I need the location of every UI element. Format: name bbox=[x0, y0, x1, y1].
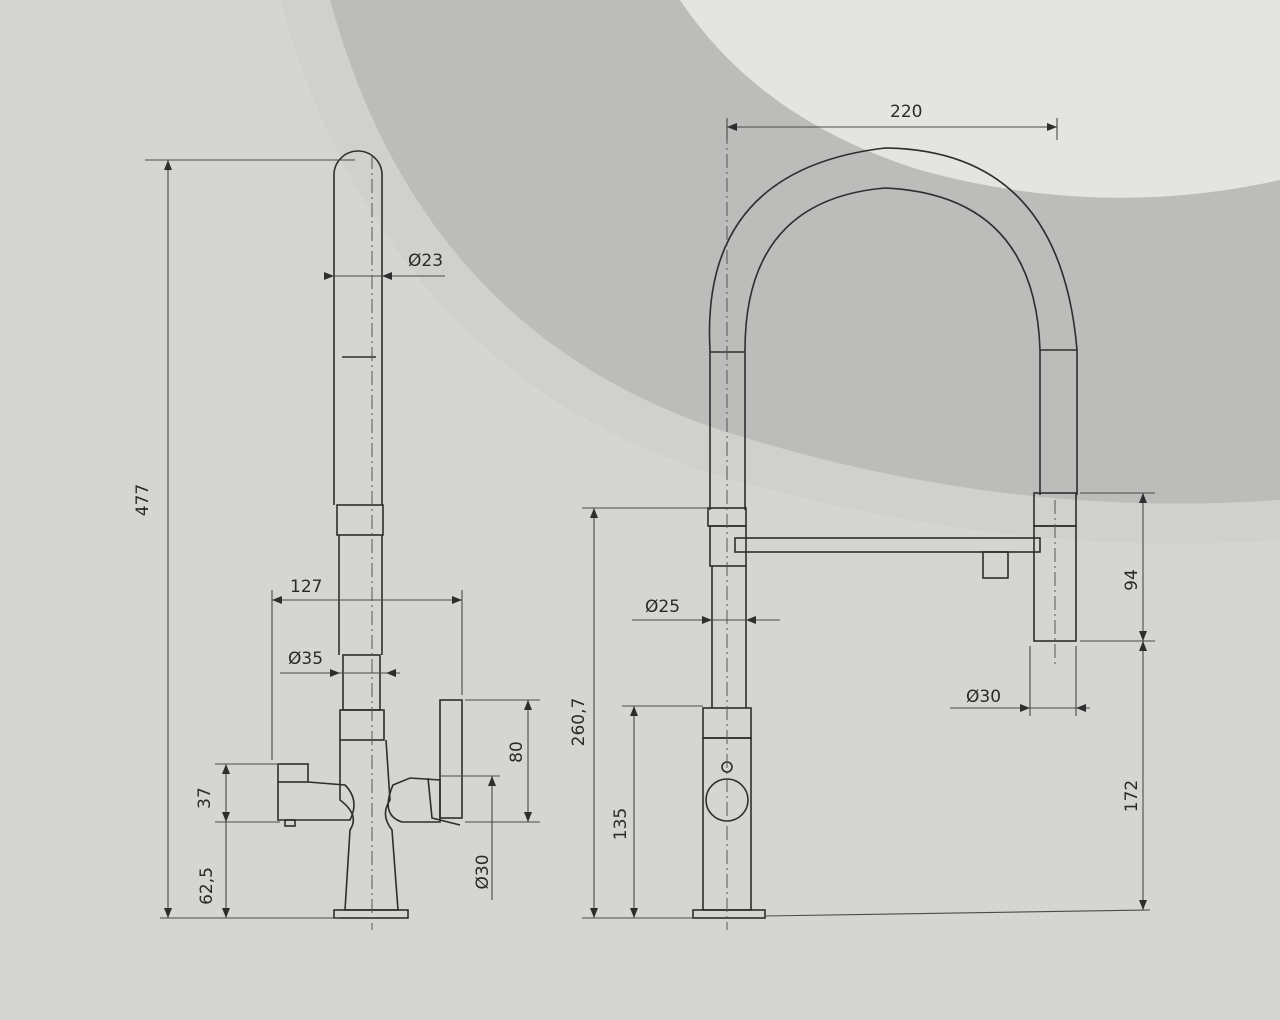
dim-base-to-knob: 135 bbox=[611, 808, 631, 840]
side-view: 477 Ø23 127 Ø35 80 37 62, bbox=[133, 150, 540, 930]
dim-handle-height: 37 bbox=[195, 787, 215, 809]
dim-base-to-handle: 62,5 bbox=[197, 867, 217, 905]
dim-reach: 220 bbox=[890, 102, 922, 122]
dim-pipe-diameter: Ø25 bbox=[645, 597, 680, 617]
dim-lever-height: 80 bbox=[507, 741, 527, 763]
dim-spray-clearance: 172 bbox=[1122, 780, 1142, 812]
dim-handle-diameter: Ø30 bbox=[473, 854, 493, 889]
dim-spray-diameter: Ø30 bbox=[966, 687, 1001, 707]
dim-height-to-collar: 260,7 bbox=[569, 698, 589, 747]
dim-total-height: 477 bbox=[133, 484, 153, 516]
dim-spout-diameter: Ø23 bbox=[408, 251, 443, 271]
dim-body-diameter: Ø35 bbox=[288, 649, 323, 669]
dim-spray-length: 94 bbox=[1122, 569, 1142, 591]
dim-lever-spread: 127 bbox=[290, 577, 322, 597]
front-view: 220 260,7 Ø25 135 94 Ø30 bbox=[569, 102, 1155, 930]
